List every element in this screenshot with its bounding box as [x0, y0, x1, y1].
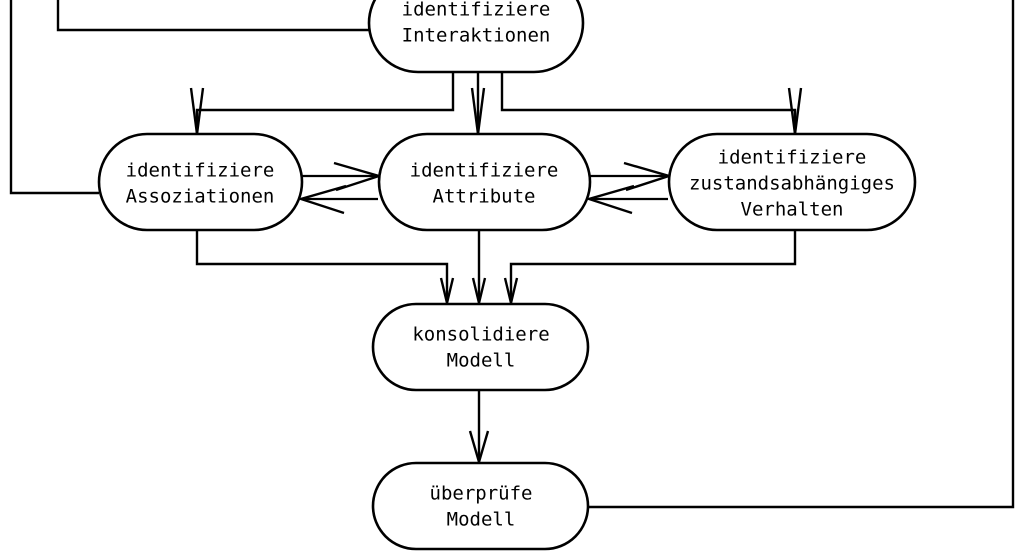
node-identifiziere-interaktionen[interactable]: identifiziere Interaktionen: [367, 0, 585, 74]
node-ueberpruefe-modell[interactable]: überprüfe Modell: [371, 461, 590, 551]
node-identifiziere-attribute[interactable]: identifiziere Attribute: [377, 132, 592, 232]
node-label-line: Attribute: [433, 186, 536, 208]
node-label-line: Interaktionen: [402, 25, 551, 47]
node-label-line: Assoziationen: [126, 186, 275, 208]
node-label-line: Verhalten: [741, 199, 844, 221]
node-label-line: identifiziere: [718, 147, 867, 169]
edge-attribute-to-verhalten: [590, 161, 674, 192]
edge-assoziationen-to-konsolidiere: [195, 231, 455, 304]
node-label-line: Modell: [447, 350, 516, 372]
node-label-line: identifiziere: [402, 0, 551, 21]
edge-interaktionen-feedback-left: [56, 0, 379, 32]
node-label-line: konsolidiere: [412, 324, 549, 346]
edge-attribute-to-assoziationen: [296, 184, 378, 215]
edge-verhalten-to-attribute: [584, 184, 668, 215]
node-label-line: identifiziere: [410, 160, 559, 182]
edge-interaktionen-to-attribute: [470, 72, 486, 135]
node-label-line: Modell: [447, 509, 516, 531]
edge-assoziationen-to-attribute: [302, 161, 384, 192]
edge-konsolidiere-to-ueberpruefe: [468, 390, 490, 467]
edge-interaktionen-to-assoziationen: [189, 72, 455, 135]
edge-interaktionen-to-verhalten: [500, 72, 803, 135]
node-identifiziere-assoziationen[interactable]: identifiziere Assoziationen: [97, 132, 304, 232]
node-label-line: identifiziere: [126, 160, 275, 182]
edge-attribute-to-konsolidiere: [471, 231, 487, 304]
node-identifiziere-zustandsabhaengiges-verhalten[interactable]: identifiziere zustandsabhängiges Verhalt…: [667, 132, 917, 232]
edge-assoziationen-feedback-left: [9, 0, 99, 195]
edge-verhalten-to-konsolidiere: [503, 231, 797, 304]
node-label-line: zustandsabhängiges: [689, 173, 895, 195]
node-label-line: überprüfe: [430, 483, 533, 505]
edge-ueberpruefe-feedback-right: [560, 0, 1015, 509]
node-konsolidiere-modell[interactable]: konsolidiere Modell: [371, 302, 590, 392]
